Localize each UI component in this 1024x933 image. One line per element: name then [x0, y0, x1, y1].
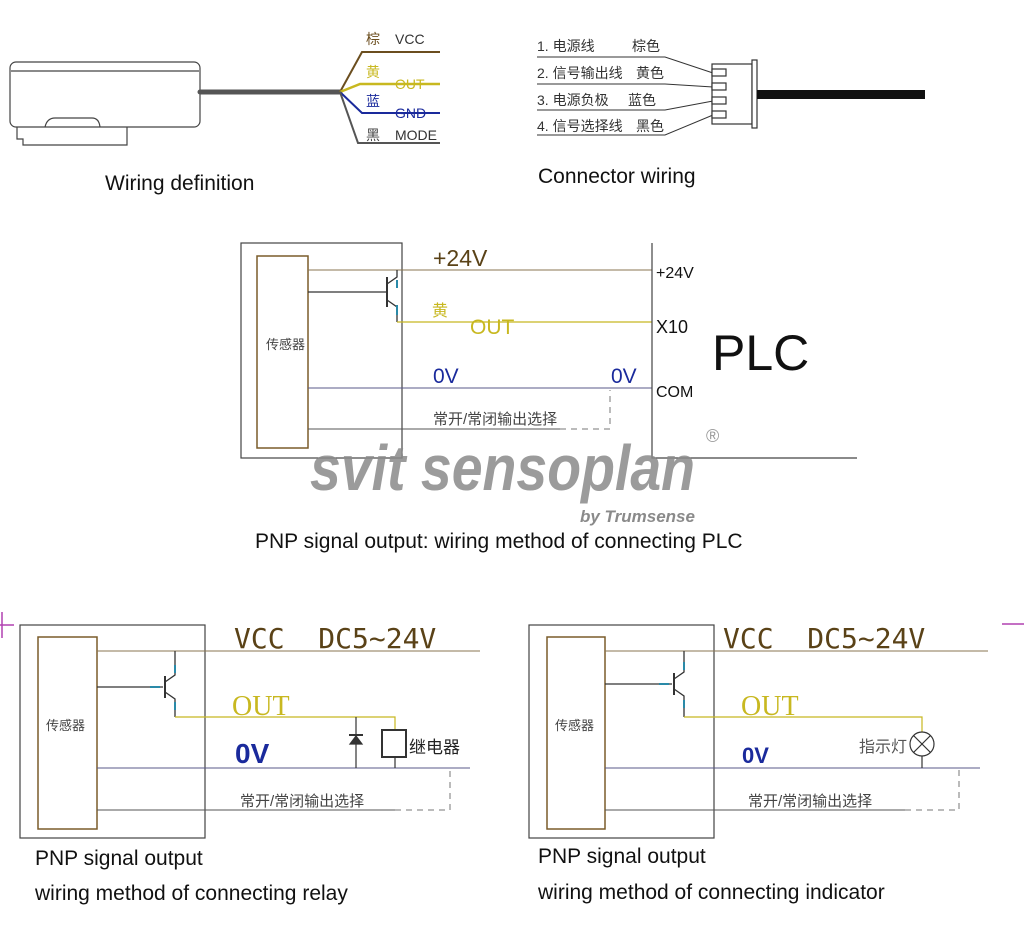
plc-diagram: 传感器 +24V 黄 OUT 0V 0V 常开/常闭输出选择 +24V X10 …: [240, 242, 857, 459]
sensor-label: 传感器: [555, 718, 594, 733]
select-dashed: [560, 390, 611, 430]
supply-label: +24V: [433, 245, 488, 271]
diode-icon: [348, 717, 364, 768]
watermark-logo: svit sensoplan ® by Trumsense: [310, 426, 719, 526]
wire-mode: [339, 91, 440, 144]
wire-color-yellow: 黄: [366, 64, 380, 80]
sensor-block: [37, 636, 98, 830]
connector-lead-3: [537, 100, 714, 111]
transistor-icon: [605, 651, 685, 717]
zero-v-left-label: 0V: [433, 365, 459, 388]
plc-caption: PNP signal output: wiring method of conn…: [255, 530, 743, 553]
watermark-by: by Trumsense: [580, 507, 695, 526]
load-label: 继电器: [409, 738, 460, 757]
plc-terminal-com: COM: [656, 384, 693, 401]
pin-3-color: 蓝色: [628, 92, 656, 108]
connector-wiring: 1. 电源线 棕色 2. 信号输出线 黄色 3. 电源负极 蓝色 4. 信号选择…: [537, 38, 925, 188]
zero-v-right-label: 0V: [611, 365, 637, 388]
watermark-brand: svit sensoplan: [310, 432, 695, 504]
connector-cable: [757, 90, 925, 99]
wire-out: [339, 82, 440, 94]
relay-diagram: 传感器 继电器 VCC DC5~24V OUT 0V 常开/常闭输出选择: [19, 622, 480, 905]
out-label: OUT: [470, 316, 515, 339]
pin-1-name: 1. 电源线: [537, 38, 595, 54]
out-label: OUT: [232, 691, 290, 722]
plc-terminal-x10: X10: [656, 317, 688, 337]
connector-lead-2: [537, 83, 714, 88]
pin-2-name: 2. 信号输出线: [537, 65, 623, 81]
plc-label: PLC: [712, 325, 809, 381]
pin-2-color: 黄色: [636, 65, 664, 81]
pin-3-name: 3. 电源负极: [537, 92, 609, 108]
pin-1-color: 棕色: [632, 38, 660, 54]
select-label: 常开/常闭输出选择: [433, 411, 557, 428]
sensor-enclosure: [19, 624, 206, 839]
sensor-label: 传感器: [266, 337, 305, 352]
zero-v-label: 0V: [742, 743, 769, 768]
connector-lead-1: [537, 56, 714, 74]
sensor-block: [256, 255, 309, 449]
transistor-icon: [308, 270, 398, 322]
out-label: OUT: [741, 691, 799, 722]
indicator-diagram: 传感器 指示灯 VCC DC5~24V OUT 0V 常开/常闭输出选择 PNP…: [528, 622, 988, 904]
wire-label-out: OUT: [395, 76, 425, 92]
connector-plug: [711, 59, 758, 129]
load-label: 指示灯: [859, 738, 907, 756]
wire-label-gnd: GND: [395, 105, 426, 121]
plc-terminal-24v: +24V: [656, 265, 694, 282]
vcc-label: VCC DC5~24V: [723, 622, 925, 655]
pin-4-name: 4. 信号选择线: [537, 118, 623, 134]
watermark-registered: ®: [706, 426, 719, 446]
plc-block: [651, 243, 857, 459]
indicator-lamp-icon: [909, 731, 935, 768]
wire-label-vcc: VCC: [395, 31, 425, 47]
wire-color-blue: 蓝: [366, 93, 380, 109]
select-label: 常开/常闭输出选择: [748, 793, 872, 810]
transistor-icon: [97, 651, 176, 717]
wire-color-brown: 棕: [366, 31, 380, 47]
pin-4-color: 黑色: [636, 118, 664, 134]
relay-caption-line2: wiring method of connecting relay: [34, 882, 348, 905]
sensor-enclosure: [528, 624, 715, 839]
out-line: [175, 716, 396, 730]
select-label: 常开/常闭输出选择: [240, 793, 364, 810]
wire-color-black: 黑: [366, 127, 380, 143]
wire-vcc: [339, 51, 440, 93]
wiring-definition-caption: Wiring definition: [105, 172, 254, 195]
sensor-enclosure: [240, 242, 403, 459]
zero-v-label: 0V: [235, 738, 270, 769]
select-dashed: [905, 770, 960, 811]
select-dashed: [395, 770, 451, 811]
out-color-label: 黄: [432, 302, 448, 320]
vcc-label: VCC DC5~24V: [234, 622, 436, 655]
wire-gnd: [339, 91, 440, 114]
indicator-caption-line2: wiring method of connecting indicator: [537, 881, 885, 904]
connector-wiring-caption: Connector wiring: [538, 165, 696, 188]
relay-coil-icon: [381, 729, 407, 768]
sensor-block: [546, 636, 606, 830]
sensor-label: 传感器: [46, 718, 85, 733]
out-line: [684, 716, 923, 732]
connector-lead-4: [537, 114, 714, 136]
wiring-definition: 棕 VCC 黄 OUT 蓝 GND 黑 MODE Wiring definiti…: [9, 31, 440, 195]
indicator-caption-line1: PNP signal output: [538, 845, 706, 868]
relay-caption-line1: PNP signal output: [35, 847, 203, 870]
wire-label-mode: MODE: [395, 127, 437, 143]
sensor-housing: [9, 61, 201, 146]
